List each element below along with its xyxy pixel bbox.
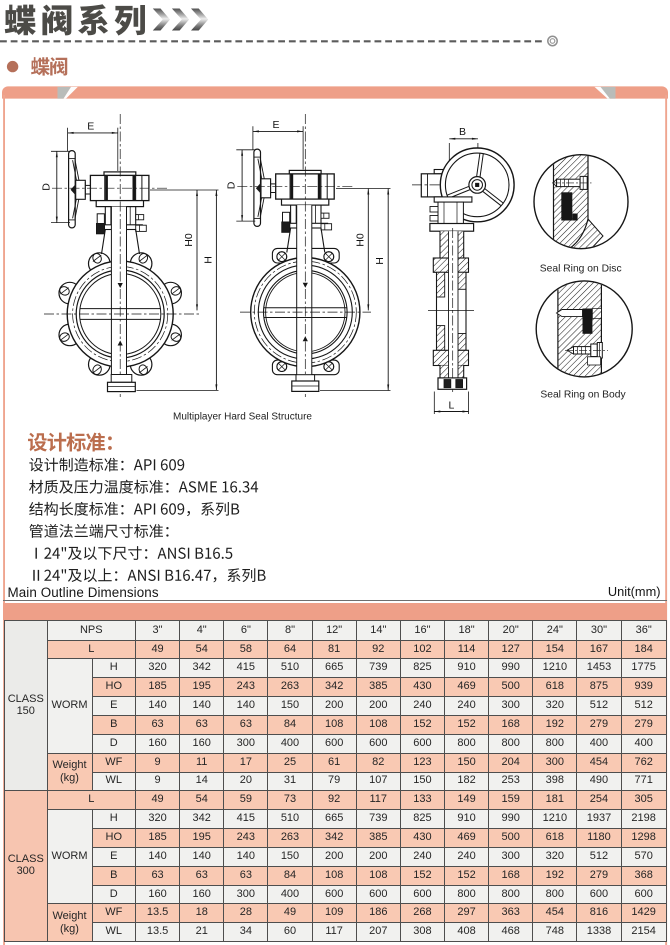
svg-text:Multiplayer Hard Seal Structur: Multiplayer Hard Seal Structure — [173, 412, 312, 423]
svg-text:H: H — [374, 257, 386, 265]
svg-text:D: D — [226, 181, 238, 189]
svg-text:D: D — [40, 183, 52, 191]
svg-text:Seal Ring on Disc: Seal Ring on Disc — [540, 264, 622, 275]
svg-text:L: L — [448, 400, 454, 412]
svg-text:B: B — [459, 126, 466, 138]
svg-text:H0: H0 — [183, 233, 195, 247]
svg-text:E: E — [87, 120, 94, 132]
svg-text:H: H — [202, 256, 214, 264]
svg-text:E: E — [272, 119, 279, 131]
svg-text:H0: H0 — [354, 233, 366, 247]
svg-text:Seal Ring on Body: Seal Ring on Body — [540, 390, 626, 401]
